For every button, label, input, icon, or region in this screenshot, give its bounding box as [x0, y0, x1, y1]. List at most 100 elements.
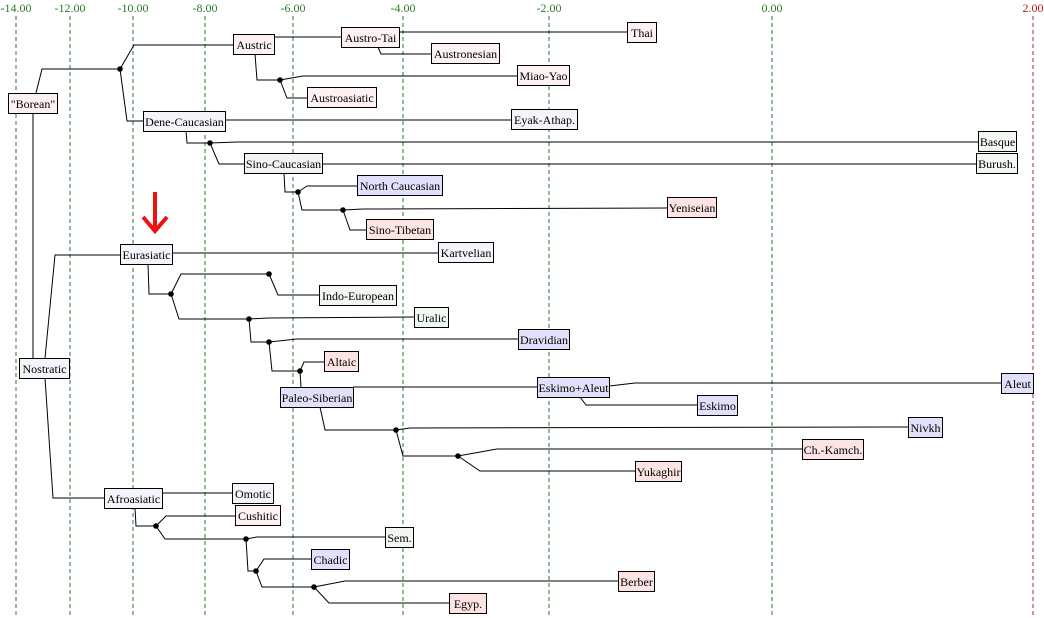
node-eurasiatic[interactable]: Eurasiatic: [120, 244, 173, 265]
axis-tick-label: -14.00: [1, 1, 32, 15]
tree-branch: [245, 538, 256, 572]
tree-branch: [279, 79, 307, 99]
tree-branch: [268, 273, 319, 296]
node-eskimo[interactable]: Eskimo: [697, 395, 738, 416]
node-austric[interactable]: Austric: [233, 34, 275, 55]
node-kartvelian[interactable]: Kartvelian: [438, 242, 494, 263]
tree-branch: [185, 130, 210, 144]
node-label: Altaic: [327, 355, 356, 369]
node-sinocaucasian[interactable]: Sino-Caucasian: [244, 153, 323, 174]
node-box: [802, 439, 864, 460]
tree-branch: [134, 507, 156, 527]
branch-node-dot: [266, 271, 272, 277]
branch-node-dot: [207, 140, 213, 146]
branch-node-dot: [266, 339, 272, 345]
tree-branch: [457, 455, 635, 472]
node-box: [618, 571, 655, 592]
node-austronesian[interactable]: Austronesian: [431, 43, 500, 64]
tree-branch: [255, 570, 314, 588]
branch-node-dot: [253, 568, 259, 574]
node-austroasiatic[interactable]: Austroasiatic: [307, 87, 377, 108]
node-box: [978, 131, 1017, 152]
node-altaic[interactable]: Altaic: [324, 351, 359, 372]
tree-branch: [155, 525, 246, 540]
node-label: Nivkh: [911, 421, 941, 435]
node-label: Yeniseian: [669, 201, 716, 215]
node-yeniseian[interactable]: Yeniseian: [667, 197, 717, 218]
tree-branch: [248, 318, 269, 343]
branch-node-dot: [168, 291, 174, 297]
branch-node-dot: [393, 427, 399, 433]
node-austrotai[interactable]: Austro-Tai: [341, 27, 400, 48]
node-paleosiberian[interactable]: Paleo-Siberian: [280, 387, 354, 408]
tree-branch: [35, 68, 120, 94]
tree-branch: [319, 406, 396, 431]
node-label: Austro-Tai: [345, 31, 397, 45]
node-box: [8, 93, 58, 114]
node-chkamch[interactable]: Ch.-Kamch.: [802, 439, 864, 460]
node-dravidian[interactable]: Dravidian: [518, 329, 570, 350]
node-borean[interactable]: "Borean": [8, 93, 58, 114]
node-box: [341, 27, 400, 48]
node-label: Basque: [980, 135, 1015, 149]
node-omotic[interactable]: Omotic: [232, 483, 274, 504]
node-nostratic[interactable]: Nostratic: [19, 358, 70, 379]
tree-branch: [579, 396, 697, 406]
node-miaoyao[interactable]: Miao-Yao: [517, 65, 570, 86]
node-label: Berber: [620, 575, 653, 589]
node-yukaghir[interactable]: Yukaghir: [635, 461, 682, 482]
node-afroasiatic[interactable]: Afroasiatic: [104, 488, 163, 509]
node-label: Sino-Tibetan: [369, 223, 431, 237]
node-label: Burush.: [978, 157, 1016, 171]
node-chadic[interactable]: Chadic: [311, 549, 350, 570]
node-box: [319, 285, 397, 306]
node-label: Eskimo+Aleut: [538, 381, 609, 395]
node-burush[interactable]: Burush.: [976, 153, 1018, 174]
tree-branch: [44, 254, 120, 359]
node-egyp[interactable]: Egyp.: [449, 593, 487, 614]
tree-branch: [313, 586, 449, 604]
red-arrow-marker: [141, 192, 169, 235]
node-box: [414, 307, 449, 328]
tree-branch: [119, 44, 233, 70]
node-northcaucasian[interactable]: North Caucasian: [357, 175, 443, 196]
node-aleut[interactable]: Aleut: [1001, 373, 1034, 394]
tree-branch: [248, 316, 415, 320]
node-indoeuropean[interactable]: Indo-European: [319, 285, 397, 306]
node-sem[interactable]: Sem.: [385, 527, 414, 548]
tree-branch: [342, 209, 366, 231]
node-box: [104, 488, 163, 509]
axis-tick-label: -12.00: [55, 1, 86, 15]
node-box: [438, 242, 494, 263]
node-eyak[interactable]: Eyak-Athap.: [511, 109, 578, 130]
branch-node-dot: [246, 316, 252, 322]
node-box: [232, 483, 274, 504]
node-thai[interactable]: Thai: [627, 22, 657, 43]
node-eskimoaleut[interactable]: Eskimo+Aleut: [537, 377, 610, 398]
node-box: [324, 351, 359, 372]
node-cushitic[interactable]: Cushitic: [235, 505, 281, 526]
node-box: [366, 219, 434, 240]
node-berber[interactable]: Berber: [618, 571, 655, 592]
node-box: [517, 65, 570, 86]
node-label: Chadic: [314, 553, 348, 567]
node-denecaucasian[interactable]: Dene-Caucasian: [143, 111, 226, 132]
tree-branch: [279, 75, 517, 81]
branch-node-dot: [297, 368, 303, 374]
node-basque[interactable]: Basque: [978, 131, 1017, 152]
node-label: Miao-Yao: [519, 69, 567, 83]
node-box: [235, 505, 281, 526]
tree-branch: [147, 263, 171, 295]
node-label: Cushitic: [238, 509, 278, 523]
node-sinotibetan[interactable]: Sino-Tibetan: [366, 219, 434, 240]
node-label: Eurasiatic: [123, 248, 171, 262]
node-box: [120, 244, 173, 265]
tree-branch: [245, 536, 385, 540]
tree-branch: [170, 293, 249, 320]
node-label: Paleo-Siberian: [282, 391, 353, 405]
tree-branch: [170, 273, 269, 295]
branch-node-dot: [117, 66, 123, 72]
node-uralic[interactable]: Uralic: [414, 307, 449, 328]
node-nivkh[interactable]: Nivkh: [908, 417, 943, 438]
